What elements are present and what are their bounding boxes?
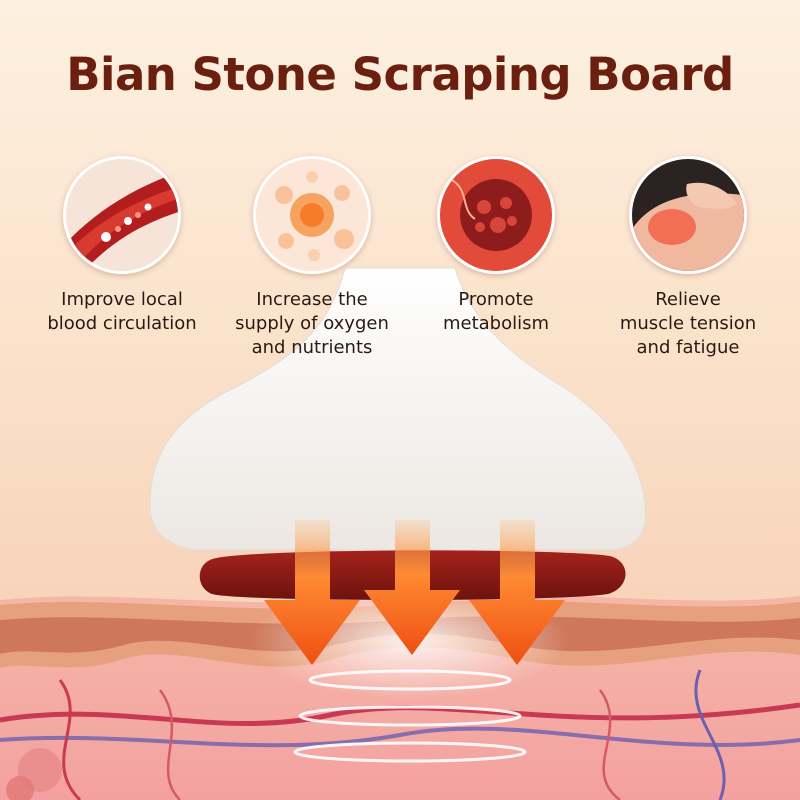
- page-title: Bian Stone Scraping Board: [66, 48, 734, 101]
- heat-arrows: [264, 520, 565, 665]
- blood-vessel-icon: [63, 156, 181, 274]
- cell-metabolism-icon: [437, 156, 555, 274]
- shoulder-pain-icon: [629, 156, 747, 274]
- oxygen-bubbles-icon: [253, 156, 371, 274]
- dermis-dots: [0, 616, 800, 654]
